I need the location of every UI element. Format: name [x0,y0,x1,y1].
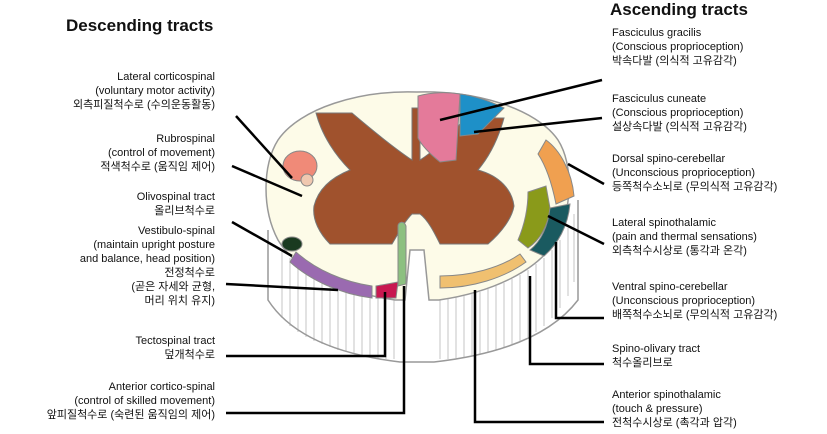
label-lateral-corticospinal: Lateral corticospinal (voluntary motor a… [73,71,215,111]
cord-cylinder-side [267,200,579,363]
label-tectospinal: Tectospinal tract 덮개척수로 [135,335,215,361]
fasciculus-cuneate-region [459,93,505,137]
fasciculus-gracilis-region [417,92,461,163]
descending-tracts-heading: Descending tracts [66,16,214,35]
anterior-corticospinal-region [397,221,407,287]
ventral-spinocerebellar-region [529,203,571,257]
label-dorsal-spinocerebellar: Dorsal spino-cerebellar (Unconscious pro… [612,153,778,193]
label-spino-olivary: Spino-olivary tract 척수올리브로 [612,343,701,369]
leader-lines-descending [225,115,406,415]
anterior-spinothalamic-region [439,253,527,289]
label-fasciculus-cuneate: Fasciculus cuneate (Conscious propriocep… [612,93,747,133]
label-rubrospinal: Rubrospinal (control of movement) 적색척수로 … [100,133,215,173]
label-lateral-spinothalamic: Lateral spinothalamic (pain and thermal … [612,217,757,257]
ascending-tracts-heading: Ascending tracts [610,0,748,19]
label-anterior-corticospinal: Anterior cortico-spinal (control of skil… [46,381,215,421]
lateral-corticospinal-region [282,150,318,182]
tectospinal-region [375,281,399,299]
vestibulospinal-region [289,251,373,299]
rubrospinal-region [300,173,314,187]
label-olivospinal: Olivospinal tract 올리브척수로 [136,191,215,217]
dorsal-spinocerebellar-region [537,139,575,205]
label-anterior-spinothalamic: Anterior spinothalamic (touch & pressure… [612,389,737,429]
olivospinal-region [281,236,303,252]
label-ventral-spinocerebellar: Ventral spino-cerebellar (Unconscious pr… [612,281,778,321]
label-vestibulospinal: Vestibulo-spinal (maintain upright postu… [79,225,215,307]
leader-lines-ascending [439,78,605,424]
label-fasciculus-gracilis: Fasciculus gracilis (Conscious proprioce… [612,27,744,67]
